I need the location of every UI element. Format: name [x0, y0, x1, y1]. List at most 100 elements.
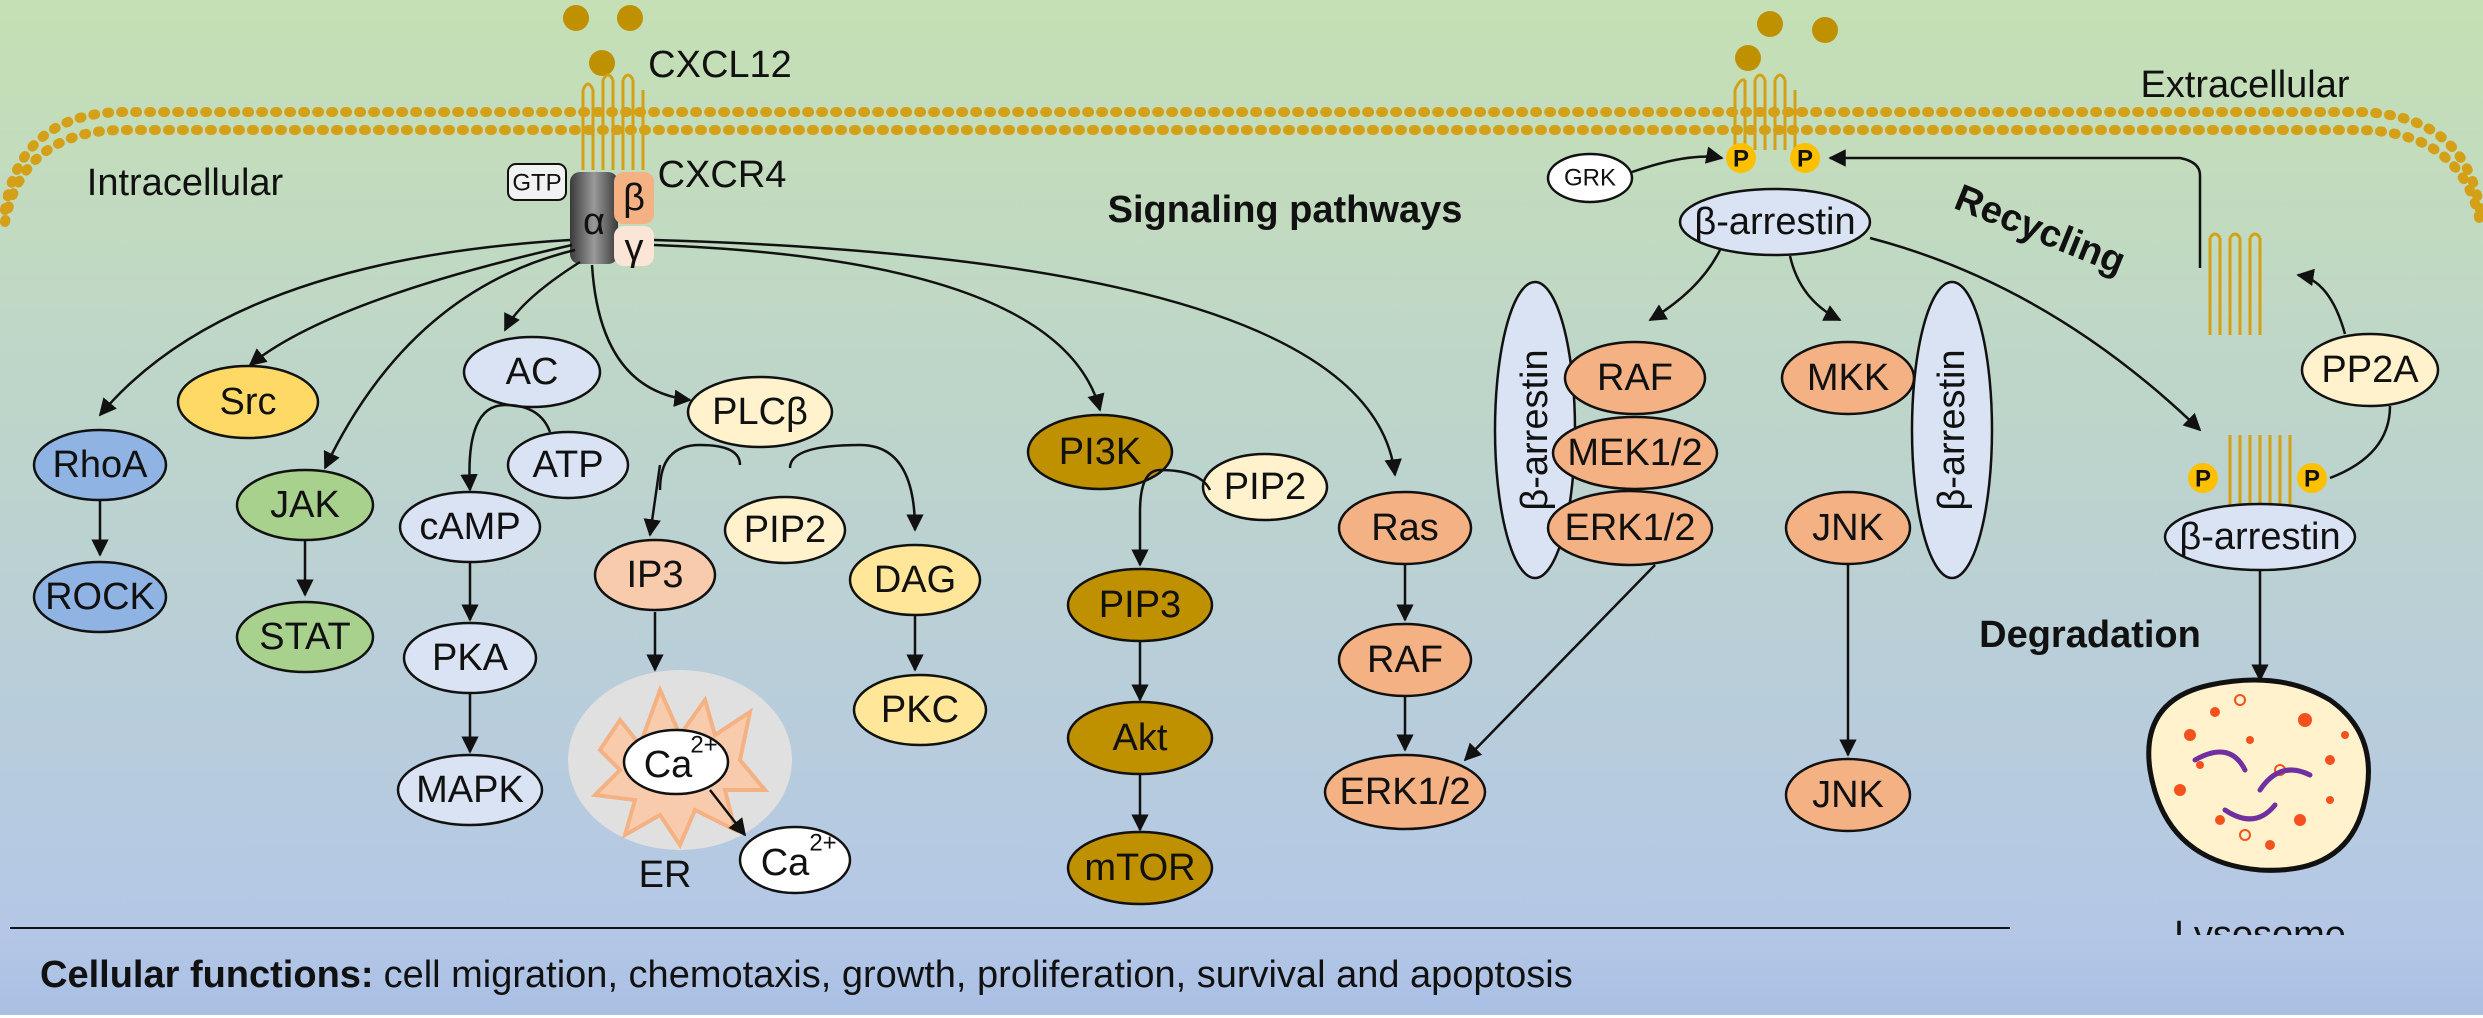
- jnk1-node: JNK: [1784, 490, 1912, 566]
- phospho-site-3: P: [2188, 463, 2218, 493]
- erk2-node: ERK1/2: [1323, 753, 1487, 831]
- diagram-canvas: CXCL12 CXCR4 GTP α β γ Intracellular Ext…: [0, 0, 2483, 935]
- rhoa-node: RhoA: [32, 428, 168, 502]
- pip2a-label: PIP2: [744, 509, 826, 551]
- erk-label: ERK1/2: [1565, 507, 1696, 549]
- pip3-node: PIP3: [1066, 567, 1214, 643]
- barrestin-degradation: β-arrestin: [2163, 502, 2357, 572]
- pip2-to-pip3-arrow: [1131, 468, 1212, 567]
- mkk-node: MKK: [1780, 340, 1916, 416]
- pka-label: PKA: [432, 637, 509, 679]
- arrow-to-rhoa: [98, 238, 571, 417]
- dag-label: DAG: [874, 559, 956, 601]
- erk2-label: ERK1/2: [1340, 771, 1471, 813]
- pka-node: PKA: [402, 621, 538, 695]
- jak-node: JAK: [235, 468, 375, 542]
- footer-text: cell migration, chemotaxis, growth, prol…: [383, 953, 1573, 996]
- barrestin-erk-scaffold: β-arrestin: [1493, 280, 1577, 580]
- phospho-site-1: P: [1726, 143, 1756, 173]
- mkk-label: MKK: [1807, 357, 1889, 399]
- mek-label: MEK1/2: [1567, 432, 1702, 474]
- stat-label: STAT: [259, 616, 350, 658]
- barrestin-to-mkk-arrow: [1788, 255, 1842, 322]
- erk-node: ERK1/2: [1546, 489, 1714, 567]
- ac-label: AC: [506, 351, 559, 393]
- barrestin-to-degradation-arrow: [1869, 236, 2202, 432]
- grk-label: GRK: [1564, 165, 1616, 192]
- arrow-to-plcb: [590, 264, 692, 407]
- pi3k-node: PI3K: [1026, 413, 1174, 491]
- barrestin-jnk-label: β-arrestin: [1931, 349, 1973, 510]
- pi3k-label: PI3K: [1059, 431, 1141, 473]
- arrow-to-ras: [653, 238, 1402, 477]
- footer-lead: Cellular functions:: [40, 953, 374, 996]
- ip3-node: IP3: [593, 538, 717, 612]
- pip3-label: PIP3: [1099, 584, 1181, 626]
- camp-label: cAMP: [419, 506, 520, 548]
- recycled-receptor: [2208, 232, 2262, 335]
- beta-subunit: β: [623, 177, 645, 219]
- barrestin-degradation-label: β-arrestin: [2179, 516, 2340, 558]
- mtor-label: mTOR: [1084, 847, 1195, 889]
- ras-label: Ras: [1371, 507, 1439, 549]
- barrestin-to-raf-arrow: [1648, 249, 1722, 322]
- ip3-label: IP3: [626, 554, 683, 596]
- rock-node: ROCK: [32, 560, 168, 634]
- src-label: Src: [220, 381, 277, 423]
- ac-node: AC: [462, 335, 602, 409]
- raf-node: RAF: [1563, 340, 1707, 416]
- akt-node: Akt: [1066, 700, 1214, 776]
- degradation-receptor: [2228, 435, 2292, 505]
- pkc-node: PKC: [852, 673, 988, 747]
- signaling-pathways-label: Signaling pathways: [1108, 189, 1463, 231]
- pip2a-node: PIP2: [723, 495, 847, 565]
- arrow-to-jak: [323, 248, 576, 470]
- lysosome-label: Lysosome: [2174, 914, 2346, 935]
- atp-to-camp-arrow: [460, 403, 552, 492]
- pip2b-node: PIP2: [1201, 452, 1329, 522]
- jnk1-label: JNK: [1812, 507, 1884, 549]
- atp-node: ATP: [506, 430, 630, 500]
- p-label-1: P: [1733, 146, 1749, 173]
- plcb-split-left: [658, 443, 742, 491]
- rock-label: ROCK: [45, 576, 155, 618]
- dag-node: DAG: [848, 543, 982, 617]
- jnk2-label: JNK: [1812, 774, 1884, 816]
- cellular-functions-footer: Cellular functions: cell migration, chem…: [0, 935, 2483, 1015]
- phospho-site-2: P: [1790, 143, 1820, 173]
- pip2-to-ip3-arrow: [643, 464, 662, 537]
- p-label-4: P: [2304, 466, 2320, 493]
- raf2-label: RAF: [1367, 639, 1443, 681]
- atp-label: ATP: [532, 444, 603, 486]
- pp2a-node: PP2A: [2300, 332, 2440, 408]
- cxcl12-label: CXCL12: [648, 44, 792, 86]
- ca-in-label: Ca: [644, 744, 693, 786]
- raf-label: RAF: [1597, 357, 1673, 399]
- scaffold-erk-to-erk-arrow: [1463, 564, 1656, 762]
- phospho-site-4: P: [2297, 463, 2327, 493]
- cxcr4-receptor: [581, 73, 645, 170]
- recycling-arrow: [1828, 149, 2202, 268]
- ca-out-charge: 2+: [809, 830, 836, 857]
- src-node: Src: [176, 364, 320, 440]
- pp2a-label: PP2A: [2321, 349, 2419, 391]
- pip2b-label: PIP2: [1224, 466, 1306, 508]
- arrow-to-src: [248, 243, 573, 367]
- ras-node: Ras: [1337, 490, 1473, 566]
- plcb-node: PLCβ: [686, 375, 834, 449]
- barrestin-top-label: β-arrestin: [1694, 201, 1855, 243]
- rhoa-label: RhoA: [52, 444, 148, 486]
- raf2-node: RAF: [1337, 622, 1473, 698]
- ca-in-node: Ca 2+: [622, 728, 730, 796]
- camp-node: cAMP: [398, 490, 542, 564]
- extracellular-label: Extracellular: [2140, 64, 2349, 106]
- lysosome: [2146, 677, 2371, 873]
- pp2a-link: [2329, 405, 2392, 480]
- arrow-to-ac: [503, 260, 581, 332]
- pkc-label: PKC: [881, 689, 959, 731]
- p-label-2: P: [1797, 146, 1813, 173]
- plasma-membrane: [0, 107, 2483, 227]
- er-label: ER: [639, 854, 692, 896]
- ca-in-charge: 2+: [690, 732, 717, 759]
